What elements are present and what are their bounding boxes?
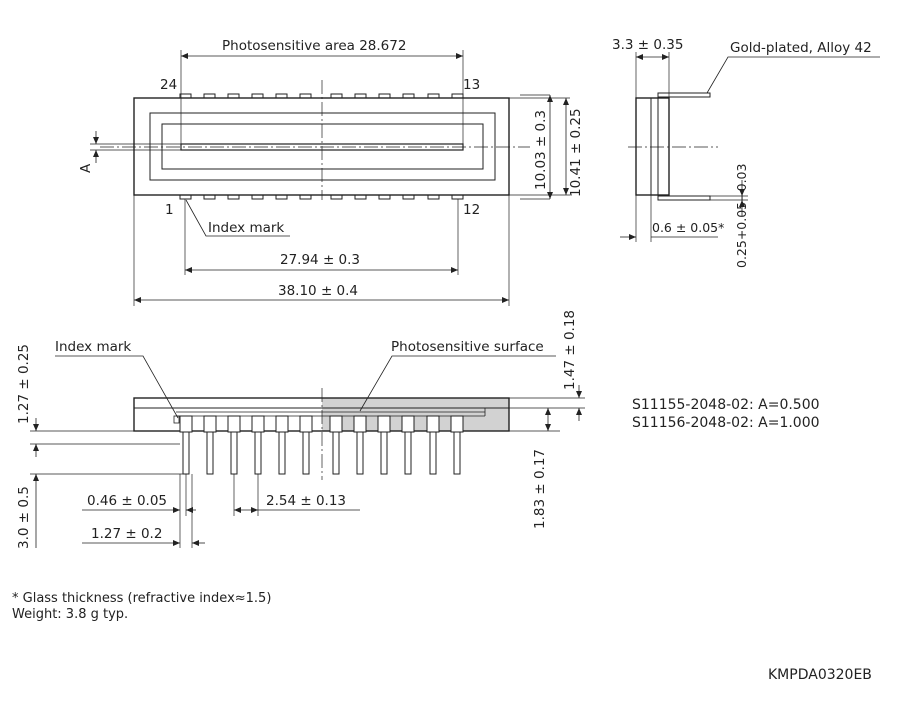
dim-height-inner: 10.03 ± 0.3: [533, 110, 549, 190]
photosensitive-surface-label: Photosensitive surface: [391, 339, 544, 355]
dim-side-width: 3.3 ± 0.35: [612, 37, 683, 53]
variant-s11156: S11156-2048-02: A=1.000: [632, 415, 820, 431]
dim-pitch: 2.54 ± 0.13: [266, 493, 346, 509]
index-mark-label: Index mark: [208, 220, 284, 236]
side-view-labels: 3.3 ± 0.35 Gold-plated, Alloy 42 0.6 ± 0…: [612, 37, 872, 268]
front-glass-fill: [322, 398, 509, 431]
weight-note: Weight: 3.8 g typ.: [12, 607, 129, 622]
document-code: KMPDA0320EB: [768, 667, 872, 683]
side-view: [620, 52, 880, 242]
variant-s11155: S11155-2048-02: A=0.500: [632, 397, 820, 413]
lead-material-label: Gold-plated, Alloy 42: [730, 40, 872, 56]
dim-lead-length: 3.0 ± 0.5: [16, 486, 32, 549]
pin-1-label: 1: [165, 202, 174, 218]
window-outer: [149, 112, 496, 181]
top-view: [90, 50, 570, 306]
dim-length: 38.10 ± 0.4: [278, 283, 358, 299]
notes: * Glass thickness (refractive index≈1.5)…: [12, 591, 271, 623]
glass-note: * Glass thickness (refractive index≈1.5): [12, 591, 272, 606]
variant-list: S11155-2048-02: A=0.500 S11156-2048-02: …: [632, 396, 820, 432]
lead-bottom: [657, 195, 711, 201]
pin-24-label: 24: [160, 77, 177, 93]
top-view-labels: Photosensitive area 28.672 24 13 1 12 A …: [78, 38, 584, 299]
side-body: [635, 97, 670, 196]
window-inner: [161, 123, 484, 170]
bottom-pins: [179, 194, 464, 200]
dim-glass-thickness: 0.6 ± 0.05*: [652, 220, 724, 235]
pin-12-label: 12: [463, 202, 480, 218]
dim-pitch-total: 27.94 ± 0.3: [280, 252, 360, 268]
dim-lead-width: 0.46 ± 0.05: [87, 493, 167, 509]
dim-127-02: 1.27 ± 0.2: [91, 526, 162, 542]
dim-147-018: 1.47 ± 0.18: [562, 310, 578, 390]
front-index-mark-label: Index mark: [55, 339, 131, 355]
lead-top: [657, 92, 711, 98]
a-label: A: [78, 163, 94, 173]
dim-lead-thickness: 0.25+0.05−0.03: [734, 164, 749, 268]
package-outline: [133, 97, 510, 196]
dim-183-017: 1.83 ± 0.17: [532, 449, 548, 529]
dim-127-025: 1.27 ± 0.25: [16, 344, 32, 424]
photosensitive-area-label: Photosensitive area 28.672: [222, 38, 406, 54]
front-view: [30, 355, 585, 548]
front-view-labels: Index mark Photosensitive surface 1.27 ±…: [16, 310, 578, 549]
dim-height-outer: 10.41 ± 0.25: [568, 108, 584, 197]
front-body: [133, 397, 510, 432]
pin-13-label: 13: [463, 77, 480, 93]
